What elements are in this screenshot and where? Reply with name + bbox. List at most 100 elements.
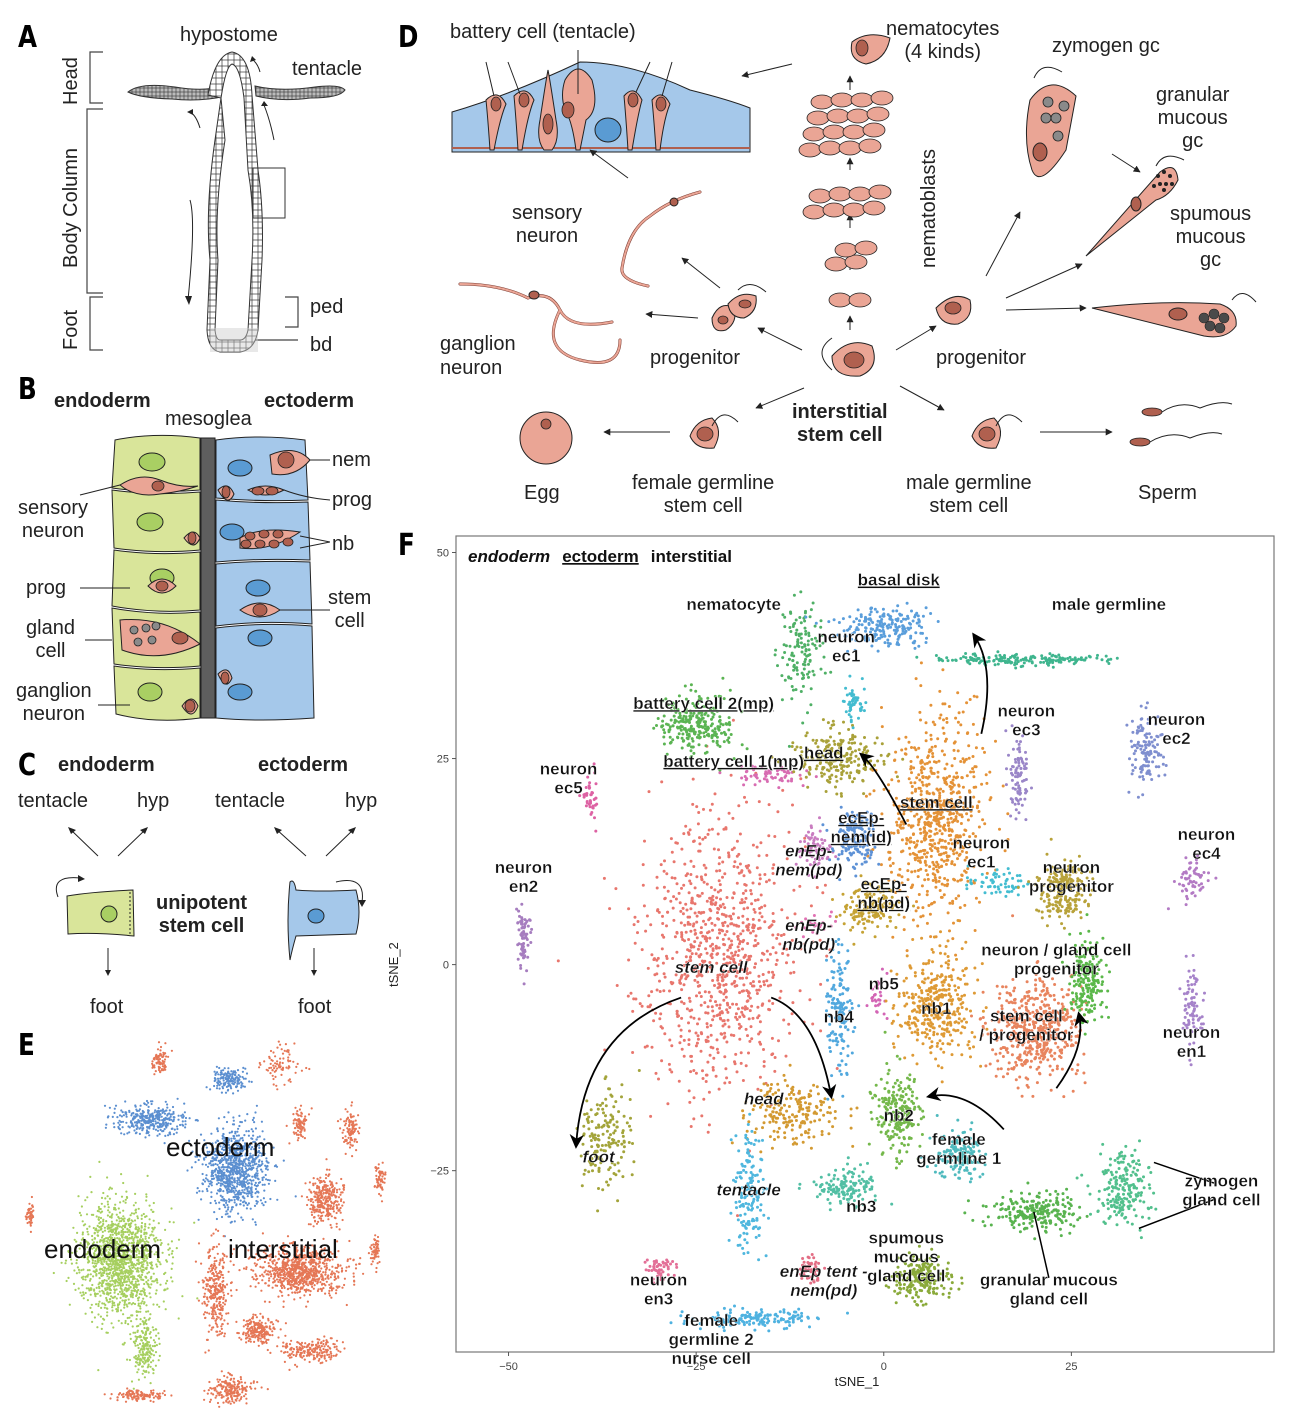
cell-point [315, 1270, 318, 1273]
cell-point [133, 1219, 137, 1222]
cell-point [227, 1292, 230, 1295]
cell-point [240, 1381, 243, 1384]
cell-point [191, 1150, 194, 1153]
cell-point [213, 1157, 216, 1161]
cell-point [131, 1280, 134, 1283]
cell-point [137, 1355, 140, 1358]
cell-point [337, 1196, 341, 1199]
cell-point [255, 1185, 258, 1188]
cell-point [255, 1149, 258, 1152]
cell-point [222, 1261, 226, 1264]
cell-point [315, 1186, 319, 1190]
cell-point [167, 1122, 170, 1125]
cell-point [145, 1295, 148, 1298]
cell-point [84, 1199, 87, 1202]
cell-point [234, 1130, 237, 1133]
cell-point [319, 1281, 322, 1284]
label-nematocytes: nematocytes(4 kinds) [886, 18, 1000, 63]
cell-point [126, 1305, 129, 1308]
cell-point [310, 1211, 313, 1214]
cell-point [226, 1170, 229, 1173]
cell-point [244, 1323, 247, 1327]
cell-point [237, 1159, 240, 1163]
cell-point [295, 1286, 298, 1289]
cell-point [229, 1210, 232, 1213]
cell-point [234, 1132, 237, 1135]
cell-point [253, 1121, 256, 1124]
cell-point [146, 1359, 149, 1362]
cell-point [120, 1109, 123, 1112]
cell-point [250, 1335, 253, 1338]
cell-point [99, 1294, 102, 1297]
cell-point [75, 1272, 78, 1275]
cell-point [119, 1275, 122, 1278]
cell-point [113, 1267, 116, 1270]
cell-point [236, 1082, 239, 1085]
cell-point [260, 1333, 263, 1336]
cell-point [197, 1218, 200, 1221]
cell-point [214, 1228, 218, 1231]
cell-point [281, 1345, 285, 1348]
cell-point [164, 1271, 167, 1274]
cell-point [317, 1214, 320, 1217]
cell-point [220, 1151, 223, 1154]
cell-point [124, 1243, 127, 1246]
cell-point [114, 1280, 117, 1283]
cell-point [331, 1265, 334, 1268]
cell-point [234, 1159, 237, 1162]
cell-point [335, 1339, 339, 1342]
cell-point [268, 1334, 272, 1337]
cell-point [245, 1181, 248, 1184]
cell-point [263, 1189, 266, 1192]
cell-point [245, 1320, 248, 1323]
cell-point [337, 1271, 340, 1274]
cell-point [329, 1358, 332, 1361]
cell-point [208, 1267, 211, 1270]
cell-point [85, 1287, 88, 1290]
cell-point [213, 1274, 216, 1278]
cell-point [77, 1195, 80, 1198]
cell-point [308, 1354, 311, 1357]
cell-point [248, 1080, 251, 1083]
cell-point [238, 1269, 241, 1272]
cell-point [173, 1116, 176, 1119]
cell-point [264, 1332, 267, 1335]
cell-point [128, 1267, 132, 1270]
cell-point [261, 1170, 264, 1173]
cell-point [239, 1191, 242, 1194]
cell-point [355, 1263, 358, 1266]
cell-point [299, 1352, 302, 1355]
cell-point [141, 1372, 144, 1375]
cell-point [139, 1290, 142, 1293]
cell-point [134, 1211, 138, 1214]
cell-point [114, 1203, 117, 1206]
cell-point [249, 1156, 252, 1159]
cell-point [325, 1280, 328, 1283]
cell-point [299, 1296, 302, 1299]
cell-point [171, 1250, 174, 1253]
cell-point [116, 1224, 119, 1227]
cell-point [123, 1258, 126, 1261]
cell-point [242, 1077, 245, 1080]
cell-point [145, 1267, 148, 1271]
cell-point [324, 1177, 328, 1180]
cell-point [325, 1168, 329, 1171]
cell-point [131, 1296, 134, 1299]
cell-point [128, 1226, 132, 1229]
cell-point [142, 1323, 145, 1326]
cell-point [130, 1264, 133, 1267]
cell-point [317, 1201, 320, 1204]
cell-point [95, 1268, 98, 1271]
cell-point [231, 1072, 234, 1075]
cell-point [235, 1085, 239, 1088]
cell-point [158, 1119, 161, 1122]
cell-point [181, 1120, 184, 1123]
cell-point [234, 1171, 237, 1174]
cell-point [255, 1253, 258, 1256]
cell-point [208, 1142, 211, 1145]
cell-point [215, 1192, 219, 1195]
cell-point [212, 1293, 215, 1296]
cell-point [333, 1278, 336, 1281]
cell-point [108, 1248, 111, 1251]
cell-point [329, 1205, 332, 1208]
